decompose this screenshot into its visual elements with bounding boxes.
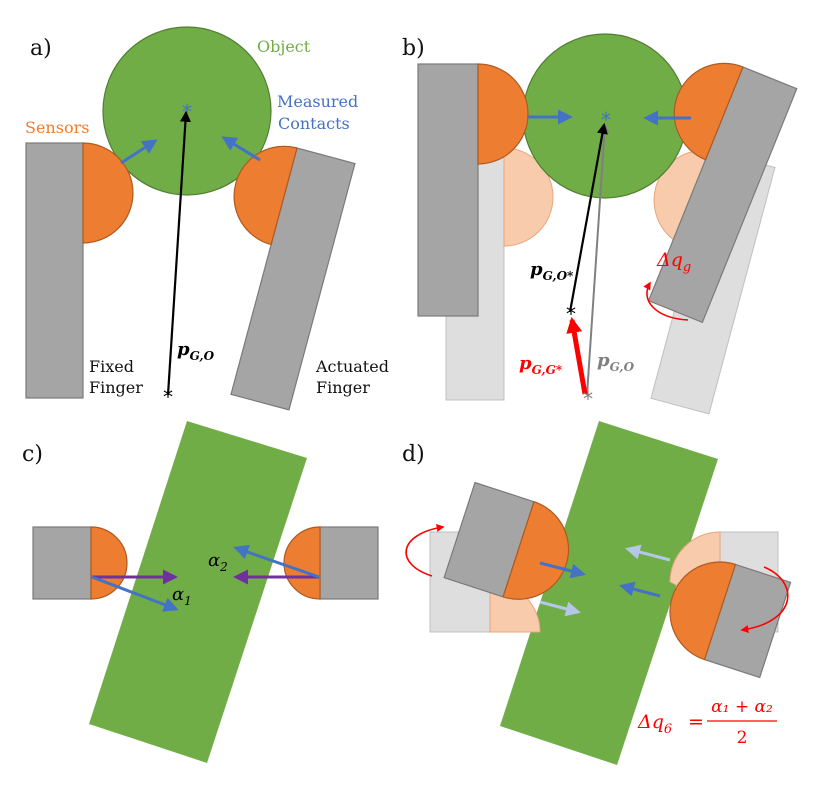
- gripper-origin-marker: *: [163, 385, 173, 409]
- contact-arrow-right-d: [619, 581, 661, 598]
- vector-p-go-star: [568, 122, 608, 313]
- fixed-finger: [25, 142, 84, 399]
- actuated-label-line2: Finger: [316, 378, 370, 397]
- left-sensor-d: [502, 500, 570, 600]
- equation-denominator: 2: [737, 728, 748, 748]
- alpha2-label: α2: [208, 550, 228, 574]
- object-center-marker-b: *: [601, 108, 611, 132]
- object-label: Object: [257, 37, 311, 56]
- gripper-new-origin-marker: *: [566, 302, 576, 326]
- vector-p-gg-star: [566, 316, 588, 395]
- fixed-label-line1: Fixed: [89, 357, 134, 376]
- panel-c-label: c): [22, 442, 43, 467]
- left-finger-c: [32, 526, 92, 600]
- vector-p-go-b: [586, 123, 610, 396]
- equation-numerator: α₁ + α₂: [711, 697, 773, 717]
- panel-d: d) Δq6 = α₁ + α₂ 2: [402, 421, 792, 765]
- right-sensor-c: [283, 526, 321, 600]
- object-bar-c: [89, 421, 307, 763]
- contact-arrow-left-c: [91, 575, 179, 612]
- rotation-arrow-left-d: [405, 524, 445, 577]
- right-finger-c: [319, 526, 379, 600]
- contacts-label-line1: Measured: [277, 92, 358, 111]
- object-center-marker: *: [182, 100, 192, 124]
- vector-p-gg-star-label: pG,G*: [519, 353, 563, 377]
- rotation-arrow-b: [643, 281, 689, 321]
- vector-p-go-b-label: pG,O: [597, 350, 635, 374]
- panel-b-label: b): [402, 36, 425, 61]
- fixed-finger-b: [417, 63, 479, 317]
- right-finger-d-group: [669, 561, 792, 679]
- panel-a-label: a): [30, 36, 52, 61]
- panel-d-label: d): [402, 442, 425, 467]
- contact-arrow-right-c: [233, 544, 320, 579]
- actuated-sensor: [233, 145, 298, 246]
- actuated-finger-b-group: [647, 62, 798, 324]
- gripper-origin-marker-b: *: [583, 387, 593, 411]
- alpha1-label: α1: [172, 584, 192, 608]
- contact-arrow-right-ghost-d: [625, 544, 671, 562]
- vector-p-go-star-label: pG,O*: [530, 259, 574, 283]
- sensors-label: Sensors: [25, 118, 89, 137]
- right-sensor-d: [669, 561, 737, 661]
- fixed-sensor-b: [477, 63, 529, 165]
- vector-p-go-label: pG,O: [177, 339, 215, 363]
- panel-c: c) α1 α2: [22, 421, 379, 763]
- panel-b: b) * * * pG,O* pG,G* pG,O Δqg: [402, 33, 798, 415]
- actuated-finger-group: [230, 145, 356, 411]
- equation-equals: =: [688, 711, 704, 733]
- fixed-label-line2: Finger: [89, 378, 143, 397]
- contact-arrow-left: [120, 139, 158, 165]
- contact-arrow-right: [221, 136, 261, 162]
- delta-q-g-label: Δqg: [656, 249, 691, 275]
- fixed-sensor: [82, 142, 134, 244]
- contacts-label-line2: Contacts: [278, 114, 350, 133]
- left-finger-d-group: [443, 481, 570, 600]
- rotation-arrow-right-d: [740, 566, 789, 634]
- panel-a: a) Object Sensors Measured Contacts * * …: [25, 26, 389, 411]
- actuated-finger-b: [647, 66, 798, 324]
- actuated-finger: [230, 147, 356, 411]
- contact-arrow-left-ghost-d: [539, 600, 581, 617]
- object-bar-d: [500, 421, 718, 765]
- contact-arrow-left-d: [539, 561, 586, 579]
- actuated-label-line1: Actuated: [315, 357, 389, 376]
- vector-p-go: [166, 110, 191, 396]
- equation-lhs: Δq6: [637, 711, 672, 737]
- fixed-sensor-ghost: [503, 147, 554, 247]
- actuated-sensor-b: [673, 62, 744, 161]
